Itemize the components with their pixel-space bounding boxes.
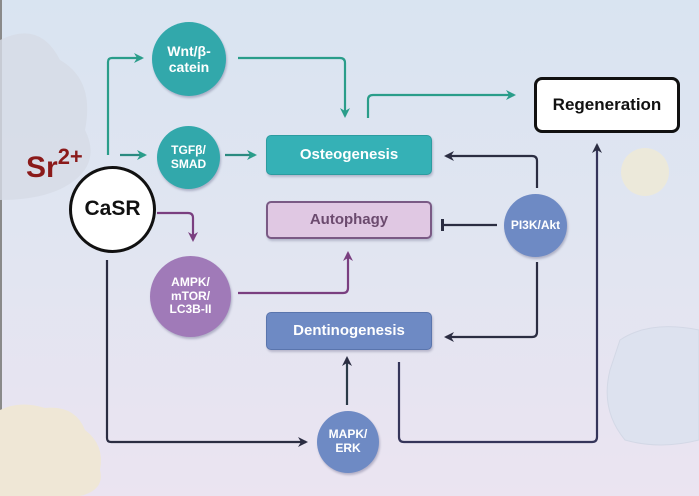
regeneration-box: Regeneration [534, 77, 680, 133]
arrow-ampk-to-autophagy [238, 251, 353, 295]
casr-node: CaSR [69, 166, 156, 253]
cream-blob-bottom-left [0, 404, 101, 496]
dentinogenesis-box: Dentinogenesis [266, 312, 432, 350]
osteogenesis-label: Osteogenesis [299, 146, 399, 164]
pi3k-label: PI3K/Akt [510, 217, 561, 232]
tgf-label: TGFβ/ SMAD [170, 142, 207, 171]
strontium-ion-label: Sr2+ [26, 146, 83, 184]
pi3k-akt-node: PI3K/Akt [504, 194, 567, 257]
arrow-wnt-to-osteogenesis [238, 56, 350, 118]
tgf-smad-node: TGFβ/ SMAD [157, 126, 220, 189]
arrow-osteogenesis-to-regeneration [366, 90, 516, 118]
arrow-pi3k-to-osteogenesis [444, 151, 539, 188]
wnt-label: Wnt/β- catein [167, 42, 211, 75]
autophagy-box: Autophagy [266, 201, 432, 239]
dentinogenesis-label: Dentinogenesis [293, 322, 405, 340]
arrow-sr-to-wnt [106, 53, 144, 155]
ion-symbol: Sr [26, 151, 58, 184]
mapk-erk-node: MAPK/ ERK [317, 411, 379, 473]
mapk-label: MAPK/ ERK [328, 427, 368, 455]
regeneration-label: Regeneration [552, 95, 662, 115]
cloud-blob-left [0, 33, 91, 201]
arrow-casr-to-mapk [105, 260, 308, 447]
cloud-blob-right [606, 326, 699, 446]
cream-blob-right [621, 148, 669, 196]
ion-charge: 2+ [57, 144, 83, 169]
wnt-beta-catenin-node: Wnt/β- catein [152, 22, 226, 96]
ampk-label: AMPK/ mTOR/ LC3B-II [169, 274, 212, 317]
casr-label: CaSR [84, 197, 141, 221]
osteogenesis-box: Osteogenesis [266, 135, 432, 175]
arrow-casr-to-ampk [157, 211, 198, 242]
arrow-dentinogenesis-to-regeneration [397, 143, 602, 444]
arrow-pi3k-to-dentinogenesis [444, 262, 539, 342]
autophagy-label: Autophagy [309, 211, 389, 229]
ampk-mtor-lc3b-node: AMPK/ mTOR/ LC3B-II [150, 256, 231, 337]
